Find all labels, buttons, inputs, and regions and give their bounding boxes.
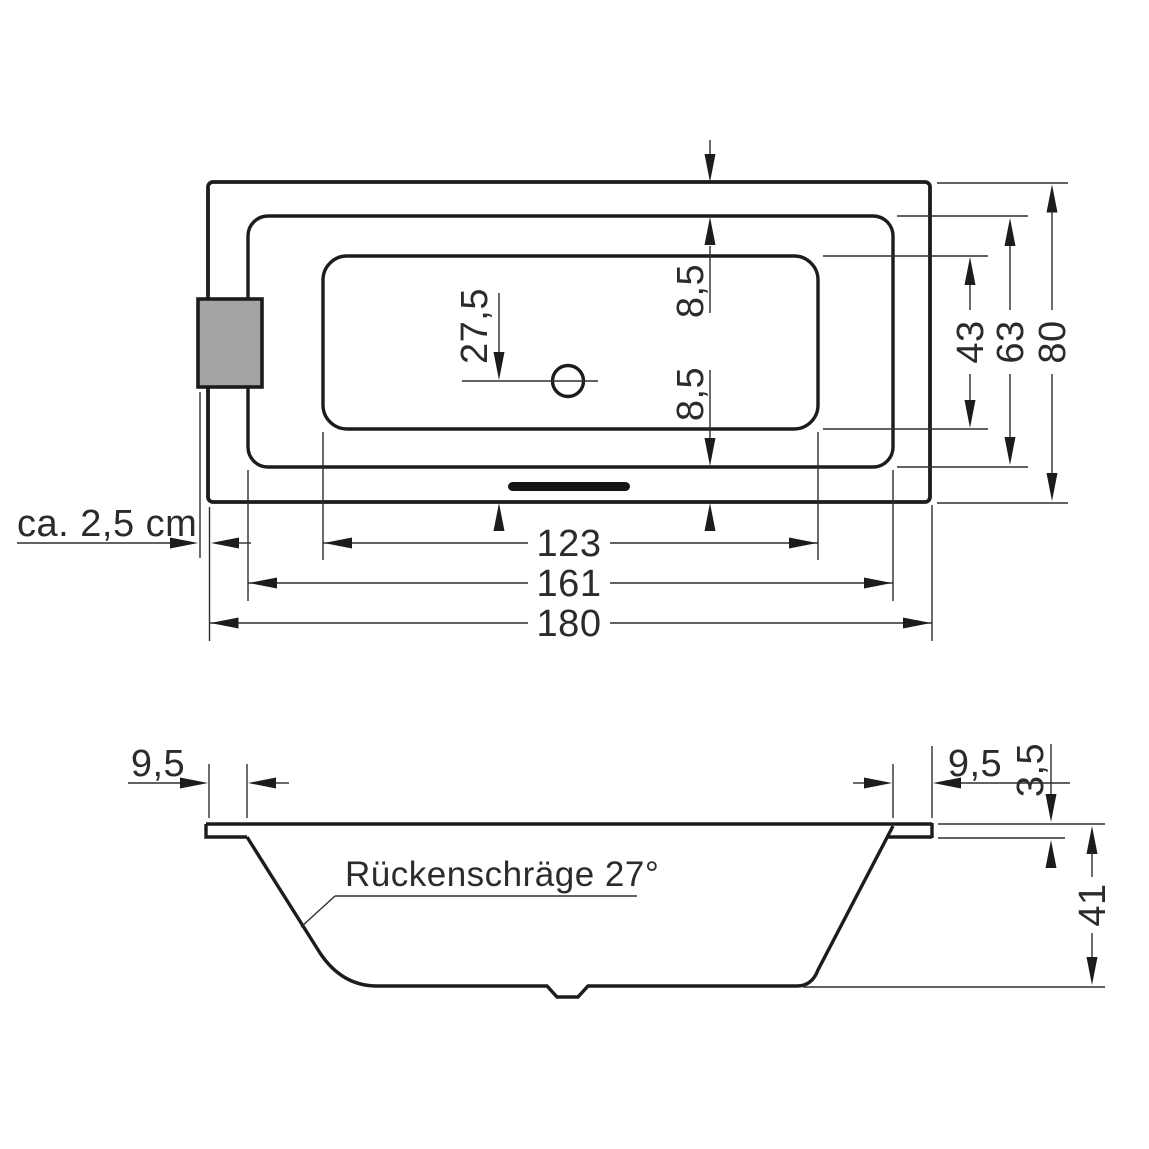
dim-label-overall-length: 180: [537, 603, 602, 645]
dim-label-headrest-gap: ca. 2,5 cm: [17, 503, 197, 545]
dim-drain-offset: 27,5: [454, 288, 505, 531]
dim-lengths: 123 161 180: [209, 516, 932, 648]
dim-rim-thickness: 3,5: [938, 743, 1105, 868]
dim-headrest-gap: ca. 2,5 cm: [17, 503, 251, 549]
tub-outer-rim: [206, 180, 932, 504]
dim-rim-left: 9,5: [128, 743, 289, 818]
dim-label-floor-length: 123: [537, 523, 602, 565]
dim-widths: 43 63 80: [948, 184, 1074, 501]
dim-label-rim-offset-top: 8,5: [670, 264, 712, 318]
length-extension-lines: [199, 392, 933, 641]
back-slope-label: Rückenschräge 27°: [345, 855, 659, 894]
side-view: 9,5 9,5 3,5 41: [128, 743, 1114, 999]
dim-label-floor-width: 43: [950, 320, 992, 363]
dim-label-rim-thickness: 3,5: [1010, 743, 1052, 797]
dim-rim-offsets: 8,5 8,5: [670, 140, 716, 531]
dim-label-rim-offset-bottom: 8,5: [670, 367, 712, 421]
dim-rim-right: 9,5: [853, 743, 1070, 818]
tub-profile-inner-surface: [245, 825, 895, 999]
tub-profile: [204, 822, 934, 999]
dim-label-inner-length: 161: [537, 563, 602, 605]
top-view: 8,5 8,5 27,5: [17, 140, 1074, 648]
headrest: [196, 297, 264, 389]
dim-label-rim-right: 9,5: [948, 743, 1002, 785]
dim-label-inner-width: 63: [990, 320, 1032, 363]
dim-label-depth: 41: [1072, 883, 1114, 926]
overflow-slot: [508, 482, 630, 491]
width-extension-lines: [823, 182, 1068, 504]
dim-label-drain-offset: 27,5: [454, 288, 496, 364]
dim-label-overall-width: 80: [1032, 320, 1074, 363]
back-slope-annotation: Rückenschräge 27°: [300, 855, 659, 928]
dim-depth: 41: [803, 826, 1114, 988]
dim-label-rim-left: 9,5: [131, 743, 185, 785]
tub-floor-edge: [321, 254, 820, 431]
